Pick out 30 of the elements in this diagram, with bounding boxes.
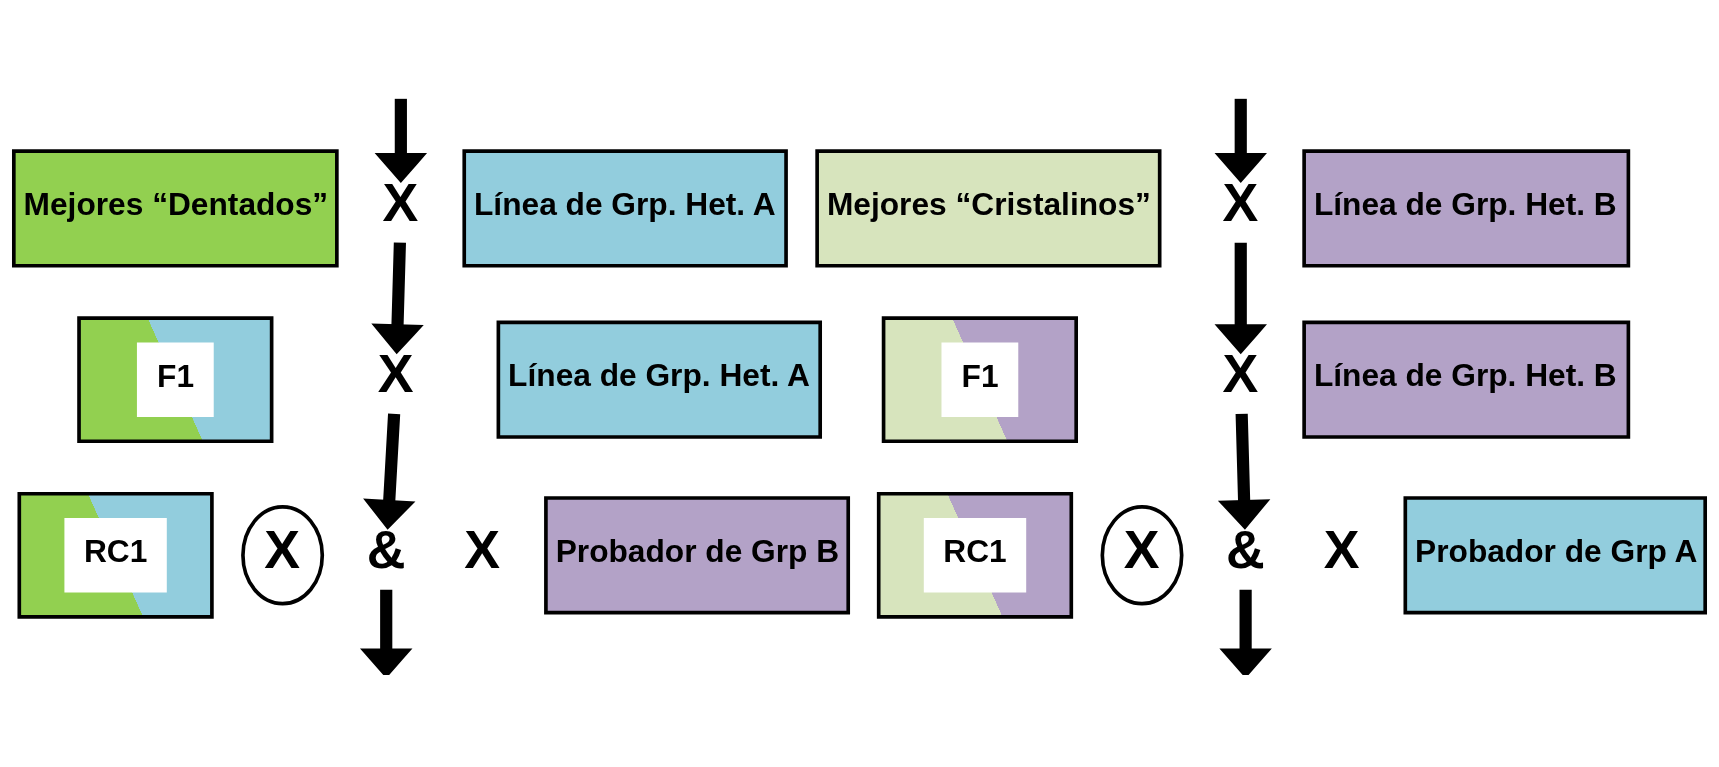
arrow [363, 413, 416, 530]
node-box: RC1 [17, 491, 214, 619]
node-text: & [1226, 518, 1265, 579]
node-box: RC1 [876, 491, 1074, 619]
node-text: X [377, 342, 414, 403]
node-box: Línea de Grp. Het. A [496, 320, 823, 439]
node-text: X [464, 518, 501, 579]
arrow [1214, 98, 1267, 183]
node-box: Línea de Grp. Het. B [1302, 148, 1631, 268]
node-box: Probador de Grp B [544, 495, 851, 614]
arrow [360, 589, 413, 675]
node-box: F1 [77, 315, 274, 443]
arrow [1217, 413, 1271, 530]
node-box: F1 [881, 315, 1078, 443]
node-box: Probador de Grp A [1403, 495, 1707, 614]
node-text: X [382, 171, 419, 232]
node-text: X [1222, 171, 1259, 232]
arrow [371, 241, 424, 354]
node-ellipse: X [241, 504, 325, 605]
arrow [1214, 242, 1267, 354]
node-box: Mejores “Cristalinos” [815, 148, 1162, 268]
node-box: Mejores “Dentados” [12, 148, 339, 268]
node-box: Línea de Grp. Het. B [1302, 320, 1631, 439]
node-box: Línea de Grp. Het. A [462, 148, 788, 268]
arrow [1219, 589, 1272, 675]
node-text: X [1222, 342, 1259, 403]
arrow [374, 98, 428, 183]
node-text: X [1323, 518, 1360, 579]
node-text: & [366, 518, 406, 579]
node-ellipse: X [1100, 504, 1184, 605]
